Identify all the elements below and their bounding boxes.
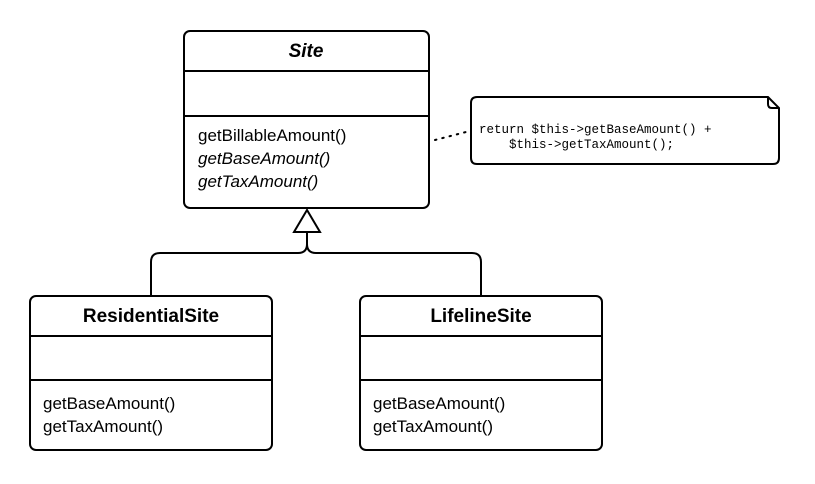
method-get-tax-amount-abstract: getTaxAmount()	[198, 172, 318, 191]
method-get-base-amount: getBaseAmount()	[373, 394, 505, 413]
inheritance-connector	[150, 208, 482, 296]
generalization-arrowhead	[292, 208, 322, 233]
class-lifeline-site[interactable]: LifelineSite getBaseAmount() getTaxAmoun…	[359, 295, 603, 451]
note-line-2: $this->getTaxAmount();	[479, 138, 674, 152]
note-folded-corner-icon	[767, 97, 779, 109]
method-get-base-amount-abstract: getBaseAmount()	[198, 149, 330, 168]
note-link	[434, 130, 471, 141]
note-line-1: return $this->getBaseAmount() +	[479, 123, 712, 137]
class-site[interactable]: Site getBillableAmount() getBaseAmount()…	[183, 30, 430, 209]
class-name-residential-site: ResidentialSite	[83, 306, 219, 327]
class-name-lifeline-site: LifelineSite	[430, 306, 531, 327]
method-get-base-amount: getBaseAmount()	[43, 394, 175, 413]
code-note[interactable]: return $this->getBaseAmount() + $this->g…	[470, 96, 780, 165]
method-get-tax-amount: getTaxAmount()	[43, 417, 163, 436]
method-get-tax-amount: getTaxAmount()	[373, 417, 493, 436]
method-get-billable-amount: getBillableAmount()	[198, 126, 346, 145]
class-name-site: Site	[289, 41, 324, 62]
class-residential-site[interactable]: ResidentialSite getBaseAmount() getTaxAm…	[29, 295, 273, 451]
